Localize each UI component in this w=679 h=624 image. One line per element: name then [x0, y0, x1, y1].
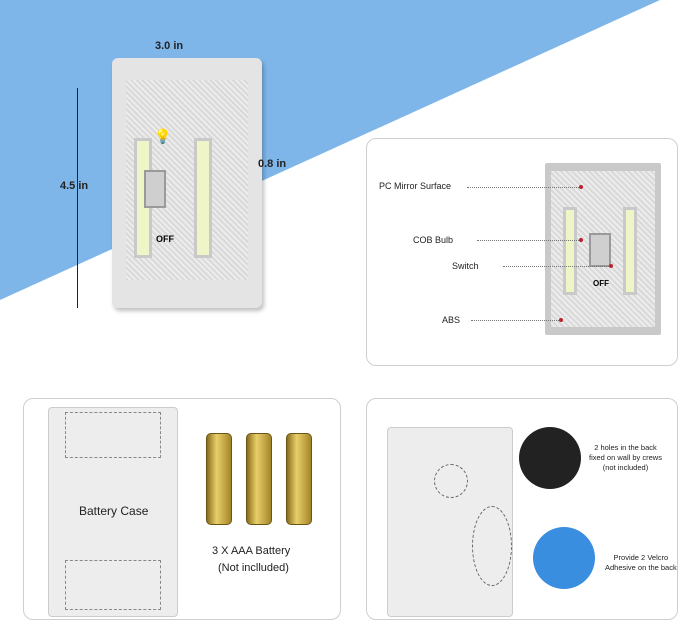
mounting-panel: 2 holes in the back fixed on wall by cre…	[366, 398, 678, 620]
parts-panel: OFF PC Mirror Surface COB Bulb Switch AB…	[366, 138, 678, 366]
screws-note: 2 holes in the back fixed on wall by cre…	[589, 443, 662, 472]
battery	[206, 433, 232, 525]
depth-dimension: 0.8 in	[258, 158, 287, 170]
width-dimension: 3.0 in	[155, 40, 184, 52]
bulb-icon: 💡	[154, 128, 172, 144]
battery-case-label: Battery Case	[79, 504, 149, 518]
screws-image	[519, 427, 581, 489]
battery-note: (Not inclluded)	[218, 562, 289, 574]
part-cob: COB Bulb	[413, 235, 454, 245]
height-arrow	[77, 88, 78, 308]
battery-panel: Battery Case 3 X AAA Battery (Not incllu…	[23, 398, 341, 620]
part-pc-mirror: PC Mirror Surface	[379, 181, 452, 191]
light-switch-product: OFF 💡	[112, 58, 262, 308]
height-dimension: 4.5 in	[60, 180, 89, 192]
battery-case-back	[48, 407, 178, 617]
battery-count: 3 X AAA Battery	[212, 545, 291, 557]
part-switch: Switch	[452, 261, 479, 271]
velcro-image	[533, 527, 595, 589]
battery	[286, 433, 312, 525]
velcro-note: Provide 2 Velcro Adhesive on the back	[605, 553, 677, 572]
switch-back	[387, 427, 513, 617]
battery	[246, 433, 272, 525]
part-abs: ABS	[442, 315, 461, 325]
off-label: OFF	[156, 234, 174, 244]
